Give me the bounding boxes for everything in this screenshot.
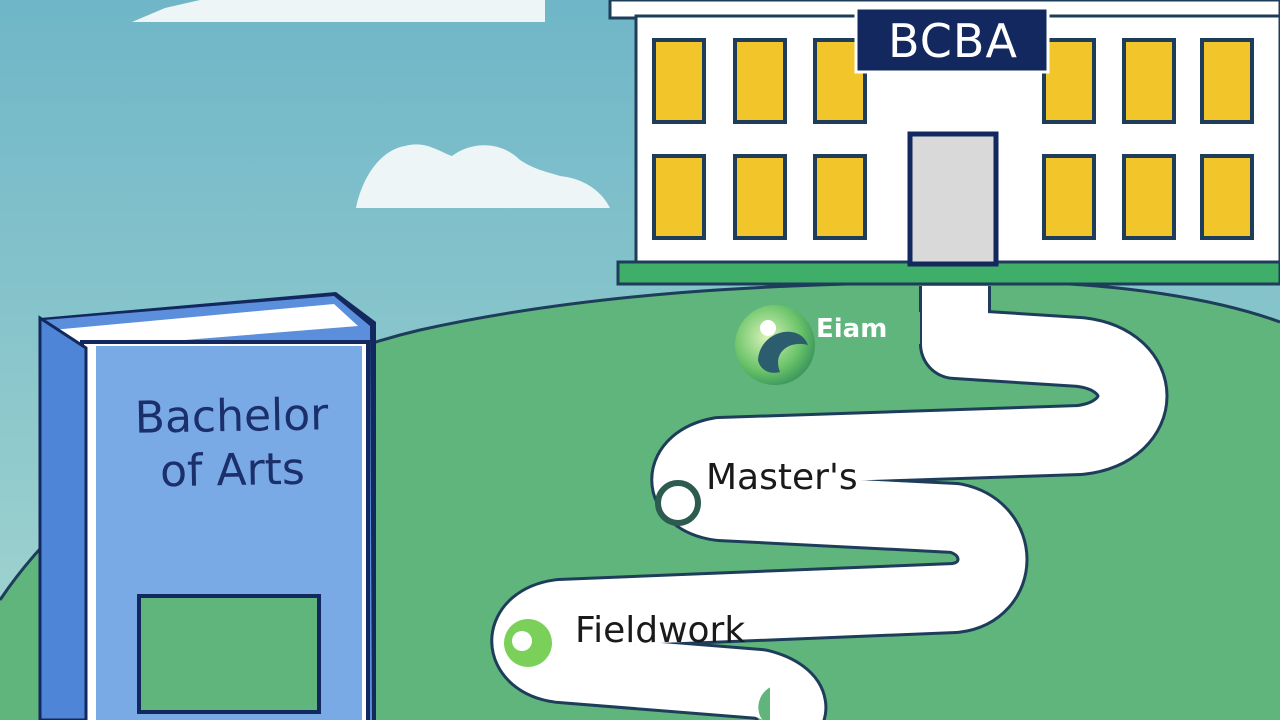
masters-marker — [655, 480, 701, 526]
step-label-exam: Eiam — [816, 314, 888, 344]
cloud-top — [132, 0, 545, 22]
bachelor-book — [38, 292, 376, 720]
exam-marker — [735, 305, 815, 385]
fieldwork-marker — [504, 619, 552, 667]
building-windows — [652, 38, 1254, 240]
step-label-fieldwork: Fieldwork — [575, 610, 746, 651]
building-door — [907, 131, 999, 267]
book-title-line-2: of Arts — [159, 443, 306, 498]
bcba-building — [608, 0, 1280, 286]
step-label-masters: Master's — [706, 457, 858, 498]
book-cover-panel — [137, 594, 321, 714]
building-sign — [854, 6, 1050, 74]
cloud-middle — [356, 144, 610, 208]
winding-path — [490, 286, 1169, 720]
book-title: Bachelor of Arts — [81, 387, 383, 500]
book-title-line-1: Bachelor — [134, 389, 329, 444]
building-sign-label: BCBA — [888, 14, 1018, 68]
